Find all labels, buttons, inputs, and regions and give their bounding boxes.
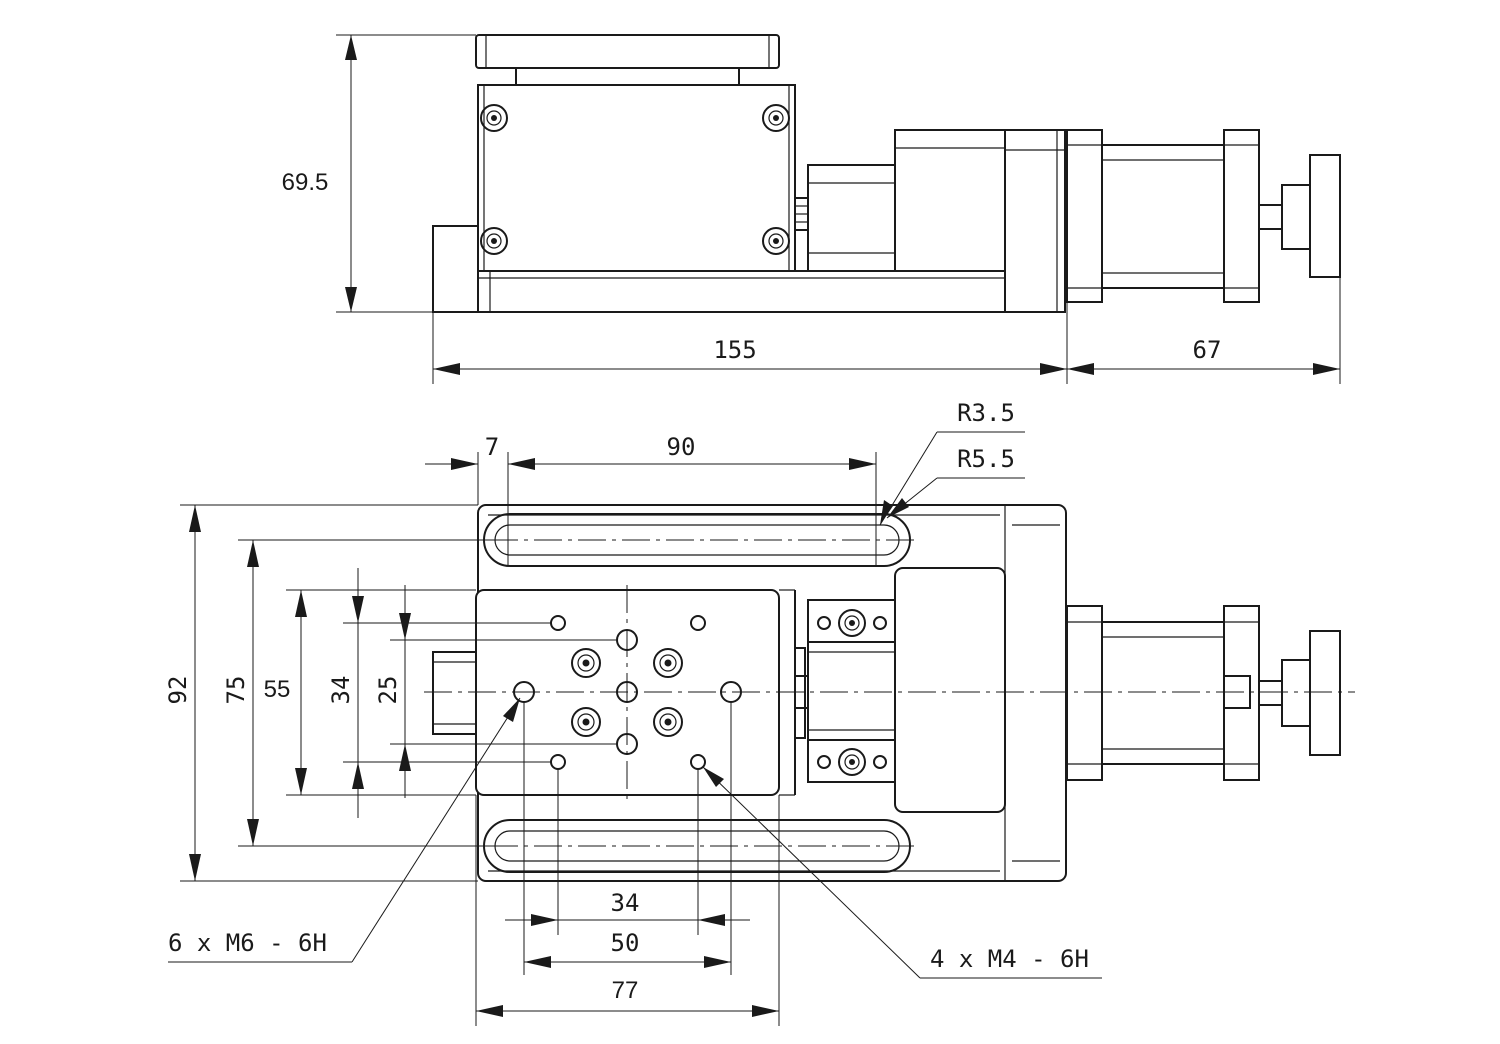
screw-icon (838, 609, 866, 637)
dim-hole-34-label: 34 (611, 889, 640, 917)
screw-icon (480, 227, 508, 255)
callout-m4-label: 4 x M4 - 6H (930, 945, 1089, 973)
radius-small-label: R3.5 (957, 399, 1015, 427)
dim-width-34-label: 34 (327, 676, 355, 705)
dim-table-77-label: 77 (612, 977, 639, 1004)
m4-hole (690, 615, 706, 631)
screw-icon (480, 104, 508, 132)
dim-offset-label: 7 (485, 433, 499, 461)
screw-icon (571, 707, 601, 737)
screw-icon (571, 648, 601, 678)
dim-hole-50-label: 50 (611, 929, 640, 957)
dim-width-92-label: 92 (164, 676, 192, 705)
screw-icon (653, 648, 683, 678)
screw-icon (762, 104, 790, 132)
dim-slot-length-label: 90 (667, 433, 696, 461)
dim-micrometer-label: 67 (1193, 336, 1222, 364)
dim-width-25-label: 25 (374, 676, 402, 705)
dim-width-75-label: 75 (222, 676, 250, 705)
dim-width-55-label: 55 (264, 676, 291, 703)
dim-length-label: 155 (713, 336, 756, 364)
dim-height-label: 69.5 (282, 169, 329, 196)
radius-large-label: R5.5 (957, 445, 1015, 473)
callout-m6-label: 6 x M6 - 6H (168, 929, 327, 957)
screw-icon (653, 707, 683, 737)
screw-icon (762, 227, 790, 255)
side-view: 69.5 155 67 (282, 34, 1341, 384)
screw-icon (838, 748, 866, 776)
top-view: 7 90 R3.5 R5.5 92 75 55 (164, 399, 1355, 1026)
